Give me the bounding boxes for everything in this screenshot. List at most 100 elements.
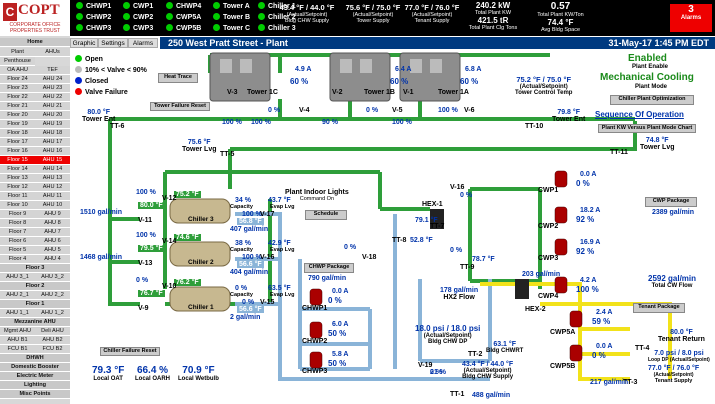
- nav-ahu-16[interactable]: AHU 16: [35, 147, 70, 156]
- tower-valve-4: 90 %: [322, 119, 338, 126]
- nav-ahu3-b[interactable]: AHU 3_2: [35, 273, 70, 282]
- nav-floor-16[interactable]: Floor 16: [0, 147, 35, 156]
- chiller-1-name[interactable]: Chiller 2: [188, 259, 214, 266]
- chwp-package-button[interactable]: CHWP Package: [304, 263, 354, 273]
- nav-ahu-24[interactable]: AHU 24: [35, 75, 70, 84]
- nav-ahu-4[interactable]: AHU 4: [35, 255, 70, 264]
- plant-optimization-button[interactable]: Chiller Plant Optimization: [610, 95, 694, 105]
- nav-floor-6[interactable]: Floor 6: [0, 237, 35, 246]
- nav-plant[interactable]: Plant: [0, 48, 35, 57]
- nav-oa-ahu[interactable]: OA AHU: [0, 66, 35, 75]
- cwp-0-name[interactable]: CWP1: [538, 187, 559, 194]
- cwp-2-name[interactable]: CWP3: [538, 255, 559, 262]
- nav-ahu-14[interactable]: AHU 14: [35, 165, 70, 174]
- cwp-3-name[interactable]: CWP4: [538, 293, 559, 300]
- tab-alarms[interactable]: Alarms: [128, 38, 158, 48]
- nav-ahu-18[interactable]: AHU 18: [35, 129, 70, 138]
- nav-floor-2[interactable]: Floor 2: [0, 282, 70, 291]
- cwp-package-button[interactable]: CWP Package: [645, 197, 697, 207]
- nav-ahu-8[interactable]: AHU 8: [35, 219, 70, 228]
- nav-floor-4[interactable]: Floor 4: [0, 255, 35, 264]
- nav-floor-17[interactable]: Floor 17: [0, 138, 35, 147]
- tab-settings[interactable]: Settings: [98, 38, 128, 48]
- nav-ahus[interactable]: AHUs: [35, 48, 70, 57]
- nav-ahu-20[interactable]: AHU 20: [35, 111, 70, 120]
- nav-floor-18[interactable]: Floor 18: [0, 129, 35, 138]
- nav-floor-3[interactable]: Floor 3: [0, 264, 70, 273]
- nav-ahu-15[interactable]: AHU 15: [35, 156, 70, 165]
- cwp5-0-name[interactable]: CWP5A: [550, 329, 576, 336]
- nav-ahu-6[interactable]: AHU 6: [35, 237, 70, 246]
- nav-floor-19[interactable]: Floor 19: [0, 120, 35, 129]
- nav-bottom-4[interactable]: Misc Points: [0, 390, 70, 399]
- nav-floor-12[interactable]: Floor 12: [0, 183, 35, 192]
- nav-misc-0-b[interactable]: Deli AHU: [35, 327, 70, 336]
- nav-floor-13[interactable]: Floor 13: [0, 174, 35, 183]
- nav-floor-10[interactable]: Floor 10: [0, 201, 35, 210]
- nav-floor-5[interactable]: Floor 5: [0, 246, 35, 255]
- nav-ahu-17[interactable]: AHU 17: [35, 138, 70, 147]
- nav-misc-0-a[interactable]: Mgmt AHU: [0, 327, 35, 336]
- nav-ahu-12[interactable]: AHU 12: [35, 183, 70, 192]
- nav-ahu-11[interactable]: AHU 11: [35, 192, 70, 201]
- nav-ahu2-a[interactable]: AHU 2_1: [0, 291, 35, 300]
- cwp5-1-name[interactable]: CWP5B: [550, 363, 576, 370]
- nav-floor-21[interactable]: Floor 21: [0, 102, 35, 111]
- nav-bottom-2[interactable]: Electric Meter: [0, 372, 70, 381]
- nav-ahu-7[interactable]: AHU 7: [35, 228, 70, 237]
- chwp-1-name[interactable]: CHWP2: [302, 338, 328, 345]
- chiller-0-name[interactable]: Chiller 3: [188, 216, 214, 223]
- nav-ahu3-a[interactable]: AHU 3_1: [0, 273, 35, 282]
- nav-ahu-19[interactable]: AHU 19: [35, 120, 70, 129]
- nav-misc-2-a[interactable]: FCU B1: [0, 345, 35, 354]
- nav-tef[interactable]: TEF: [35, 66, 70, 75]
- nav-floor-15[interactable]: Floor 15: [0, 156, 35, 165]
- nav-floor-24[interactable]: Floor 24: [0, 75, 35, 84]
- nav-floor-14[interactable]: Floor 14: [0, 165, 35, 174]
- nav-ahu1-b[interactable]: AHU 1_2: [35, 309, 70, 318]
- nav-ahu-13[interactable]: AHU 13: [35, 174, 70, 183]
- nav-ahu-9[interactable]: AHU 9: [35, 210, 70, 219]
- nav-bottom-3[interactable]: Lighting: [0, 381, 70, 390]
- tenant-package-button[interactable]: Tenant Package: [633, 303, 685, 313]
- nav-home[interactable]: Home: [0, 38, 70, 47]
- plant-kw-chart-button[interactable]: Plant KW Versus Plant Mode Chart: [598, 124, 696, 133]
- sequence-of-operation-link[interactable]: Sequence Of Operation: [595, 110, 684, 119]
- nav-floor-11[interactable]: Floor 11: [0, 192, 35, 201]
- chwp-2-name[interactable]: CHWP3: [302, 368, 328, 375]
- nav-ahu2-b[interactable]: AHU 2_2: [35, 291, 70, 300]
- nav-bottom-1[interactable]: Domestic Booster: [0, 363, 70, 372]
- schedule-button[interactable]: Schedule: [305, 210, 347, 220]
- nav-mezz[interactable]: Mezzanine AHU: [0, 318, 70, 327]
- heat-trace-button[interactable]: Heat Trace: [158, 73, 198, 83]
- nav-ahu-23[interactable]: AHU 23: [35, 84, 70, 93]
- chiller-2-name[interactable]: Chiller 1: [188, 304, 214, 311]
- nav-floor-22[interactable]: Floor 22: [0, 93, 35, 102]
- nav-floor-20[interactable]: Floor 20: [0, 111, 35, 120]
- nav-floor-23[interactable]: Floor 23: [0, 84, 35, 93]
- nav-floor-8[interactable]: Floor 8: [0, 219, 35, 228]
- tab-graphic[interactable]: Graphic: [70, 38, 98, 48]
- nav-bottom-0[interactable]: DHWH: [0, 354, 70, 363]
- chiller-2-cap-l: Capacity: [230, 292, 253, 298]
- chiller-failure-reset-button[interactable]: Chiller Failure Reset: [100, 347, 160, 356]
- nav-ahu1-a[interactable]: AHU 1_1: [0, 309, 35, 318]
- nav-floor-1[interactable]: Floor 1: [0, 300, 70, 309]
- nav-floor-7[interactable]: Floor 7: [0, 228, 35, 237]
- chwp-0-name[interactable]: CHWP1: [302, 305, 328, 312]
- logo-name: COPT: [18, 2, 60, 18]
- nav-misc-1-a[interactable]: AHU B1: [0, 336, 35, 345]
- nav-misc-1-b[interactable]: AHU B2: [35, 336, 70, 345]
- nav-ahu-21[interactable]: AHU 21: [35, 102, 70, 111]
- nav-floor-9[interactable]: Floor 9: [0, 210, 35, 219]
- nav-ahu-5[interactable]: AHU 5: [35, 246, 70, 255]
- nav-ahu-22[interactable]: AHU 22: [35, 93, 70, 102]
- nav-misc-2-b[interactable]: FCU B2: [35, 345, 70, 354]
- alarms-button[interactable]: 3 Alarms: [670, 4, 712, 32]
- running-icon: [166, 24, 173, 31]
- nav-ahu-10[interactable]: AHU 10: [35, 201, 70, 210]
- nav-penthouse-emf[interactable]: Penthouse EMF: [0, 57, 35, 73]
- cwp-1-name[interactable]: CWP2: [538, 223, 559, 230]
- tower-failure-reset-button[interactable]: Tower Failure Reset: [150, 102, 210, 111]
